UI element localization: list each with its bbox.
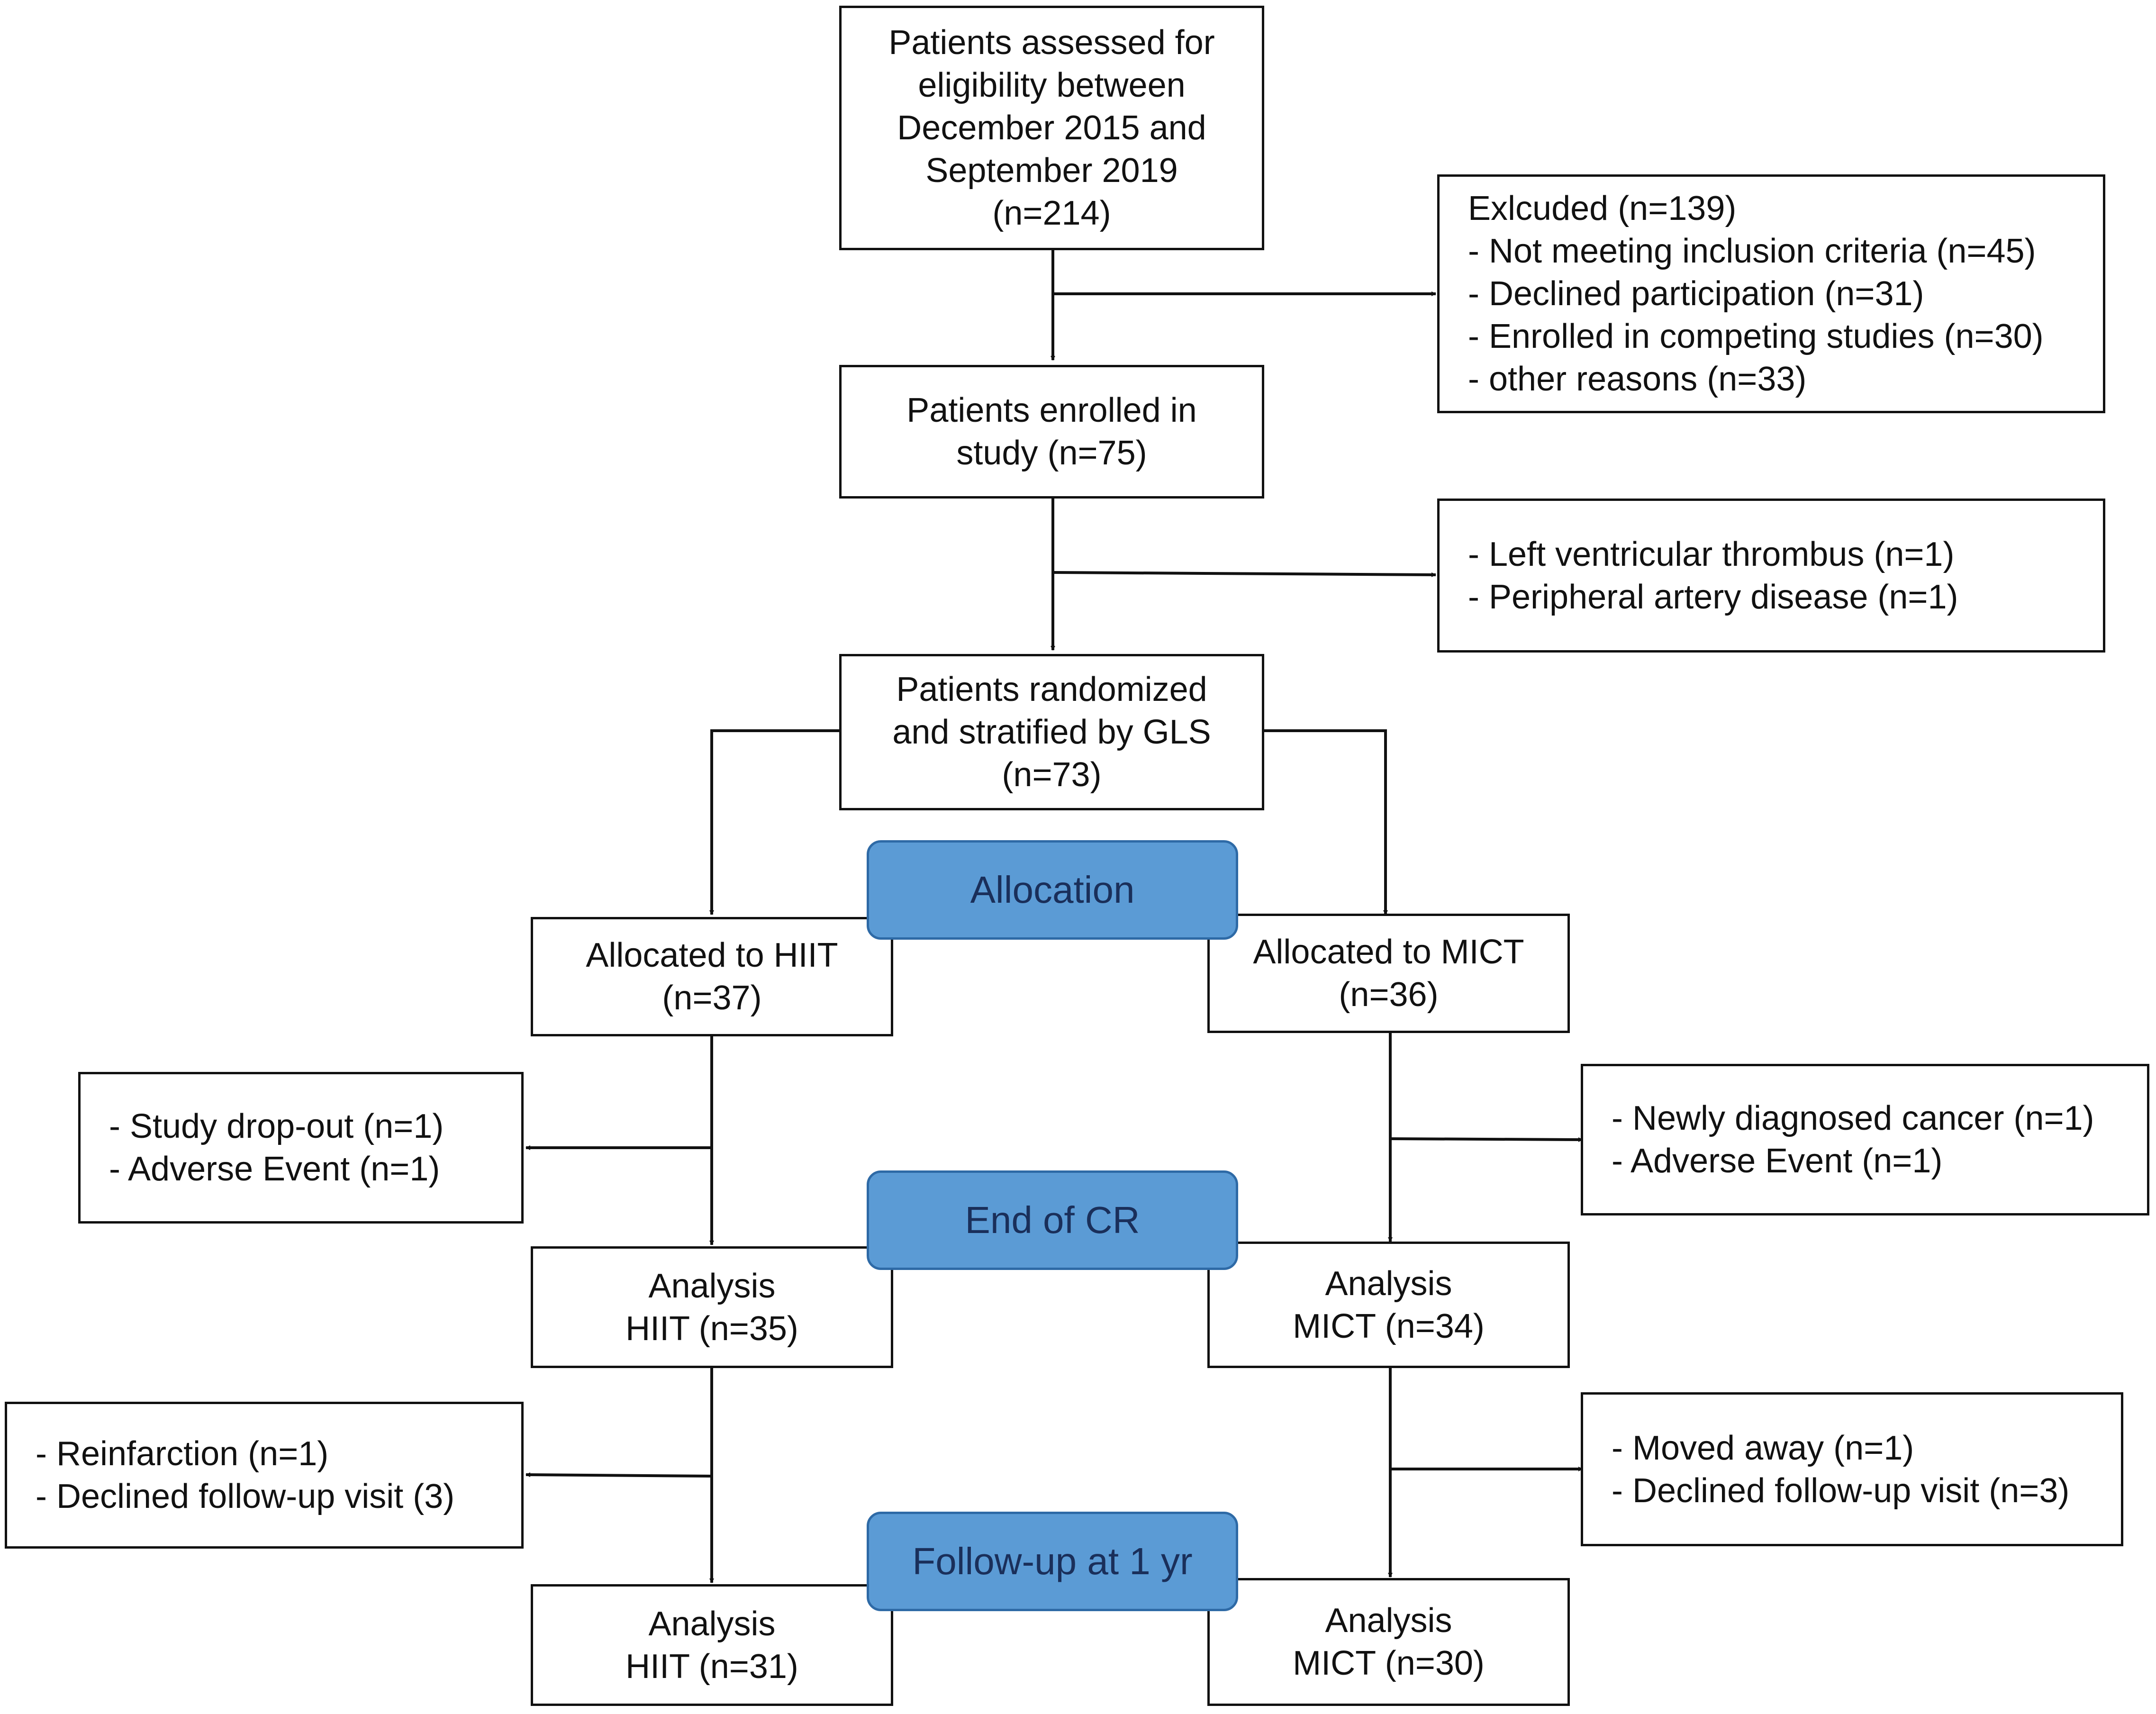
arrow-to-mict-loss-cr	[1390, 1137, 1583, 1142]
stage-follow-up: Follow-up at 1 yr	[867, 1512, 1238, 1611]
alloc-hiit-line-2: (n=37)	[662, 979, 762, 1017]
excluded-line-3: - Declined participation (n=31)	[1468, 275, 1924, 313]
enroll-excluded-line-2: - Peripheral artery disease (n=1)	[1468, 578, 1958, 616]
hiit-loss-cr-box: - Study drop-out (n=1) - Adverse Event (…	[78, 1072, 524, 1224]
randomized-line-2: and stratified by GLS	[892, 713, 1211, 751]
stage-follow-up-label: Follow-up at 1 yr	[912, 1540, 1193, 1582]
arrow-to-alloc-mict	[1264, 729, 1388, 915]
arrow-to-alloc-hiit	[709, 729, 839, 915]
hiit-loss-fu-line-1: - Reinfarction (n=1)	[36, 1435, 329, 1473]
alloc-mict-box: Allocated to MICT (n=36)	[1207, 914, 1570, 1033]
stage-end-of-cr: End of CR	[867, 1170, 1238, 1270]
excluded-line-5: - other reasons (n=33)	[1468, 360, 1807, 398]
arrow-to-enroll-excluded	[1052, 571, 1436, 577]
analysis-mict-cr-box: Analysis MICT (n=34)	[1207, 1242, 1570, 1368]
randomized-line-3: (n=73)	[1002, 756, 1102, 794]
analysis-hiit-fu-line-2: HIIT (n=31)	[625, 1647, 798, 1686]
hiit-loss-fu-line-2: - Declined follow-up visit (3)	[36, 1478, 455, 1515]
alloc-mict-line-1: Allocated to MICT	[1253, 933, 1524, 971]
analysis-mict-fu-box: Analysis MICT (n=30)	[1207, 1578, 1570, 1706]
arrow-to-hiit-loss-fu	[525, 1472, 712, 1478]
assessed-line-1: Patients assessed for	[888, 24, 1215, 62]
mict-loss-fu-line-1: - Moved away (n=1)	[1612, 1429, 1914, 1467]
enrolled-line-2: study (n=75)	[956, 434, 1147, 472]
mict-loss-cr-line-2: - Adverse Event (n=1)	[1612, 1142, 1943, 1180]
hiit-loss-cr-line-2: - Adverse Event (n=1)	[109, 1150, 440, 1188]
assessed-box: Patients assessed for eligibility betwee…	[839, 6, 1264, 250]
analysis-hiit-cr-line-2: HIIT (n=35)	[625, 1309, 798, 1348]
analysis-hiit-cr-box: Analysis HIIT (n=35)	[531, 1246, 893, 1368]
excluded-line-1: Exlcuded (n=139)	[1468, 190, 1737, 227]
analysis-hiit-cr-line-1: Analysis	[648, 1267, 776, 1305]
analysis-hiit-fu-line-1: Analysis	[648, 1605, 776, 1643]
mict-loss-cr-box: - Newly diagnosed cancer (n=1) - Adverse…	[1581, 1064, 2149, 1215]
alloc-mict-line-2: (n=36)	[1339, 976, 1439, 1014]
assessed-line-3: December 2015 and	[897, 109, 1206, 147]
enroll-excluded-line-1: - Left ventricular thrombus (n=1)	[1468, 535, 1955, 573]
mict-loss-fu-line-2: - Declined follow-up visit (n=3)	[1612, 1471, 2070, 1510]
enrolled-box: Patients enrolled in study (n=75)	[839, 365, 1264, 499]
alloc-hiit-line-1: Allocated to HIIT	[586, 936, 838, 974]
stage-allocation: Allocation	[867, 840, 1238, 940]
excluded-line-4: - Enrolled in competing studies (n=30)	[1468, 317, 2044, 355]
analysis-mict-cr-line-2: MICT (n=34)	[1293, 1307, 1485, 1345]
stage-allocation-label: Allocation	[970, 869, 1135, 911]
assessed-line-4: September 2019	[925, 152, 1178, 190]
excluded-box: Exlcuded (n=139) - Not meeting inclusion…	[1437, 174, 2105, 413]
assessed-line-5: (n=214)	[992, 194, 1111, 232]
assessed-line-2: eligibility between	[918, 66, 1186, 104]
excluded-line-2: - Not meeting inclusion criteria (n=45)	[1468, 232, 2036, 270]
randomized-line-1: Patients randomized	[896, 671, 1207, 708]
analysis-mict-fu-line-2: MICT (n=30)	[1293, 1644, 1485, 1682]
mict-loss-cr-line-1: - Newly diagnosed cancer (n=1)	[1612, 1099, 2094, 1137]
analysis-hiit-fu-box: Analysis HIIT (n=31)	[531, 1584, 893, 1706]
analysis-mict-fu-line-1: Analysis	[1325, 1602, 1452, 1640]
enroll-excluded-box: - Left ventricular thrombus (n=1) - Peri…	[1437, 499, 2105, 653]
alloc-hiit-box: Allocated to HIIT (n=37)	[531, 917, 893, 1036]
hiit-loss-fu-box: - Reinfarction (n=1) - Declined follow-u…	[5, 1402, 524, 1549]
mict-loss-fu-box: - Moved away (n=1) - Declined follow-up …	[1581, 1392, 2123, 1546]
randomized-box: Patients randomized and stratified by GL…	[839, 654, 1264, 810]
stage-end-of-cr-label: End of CR	[965, 1199, 1140, 1241]
analysis-mict-cr-line-1: Analysis	[1325, 1264, 1452, 1303]
hiit-loss-cr-line-1: - Study drop-out (n=1)	[109, 1107, 444, 1145]
enrolled-line-1: Patients enrolled in	[906, 391, 1197, 429]
